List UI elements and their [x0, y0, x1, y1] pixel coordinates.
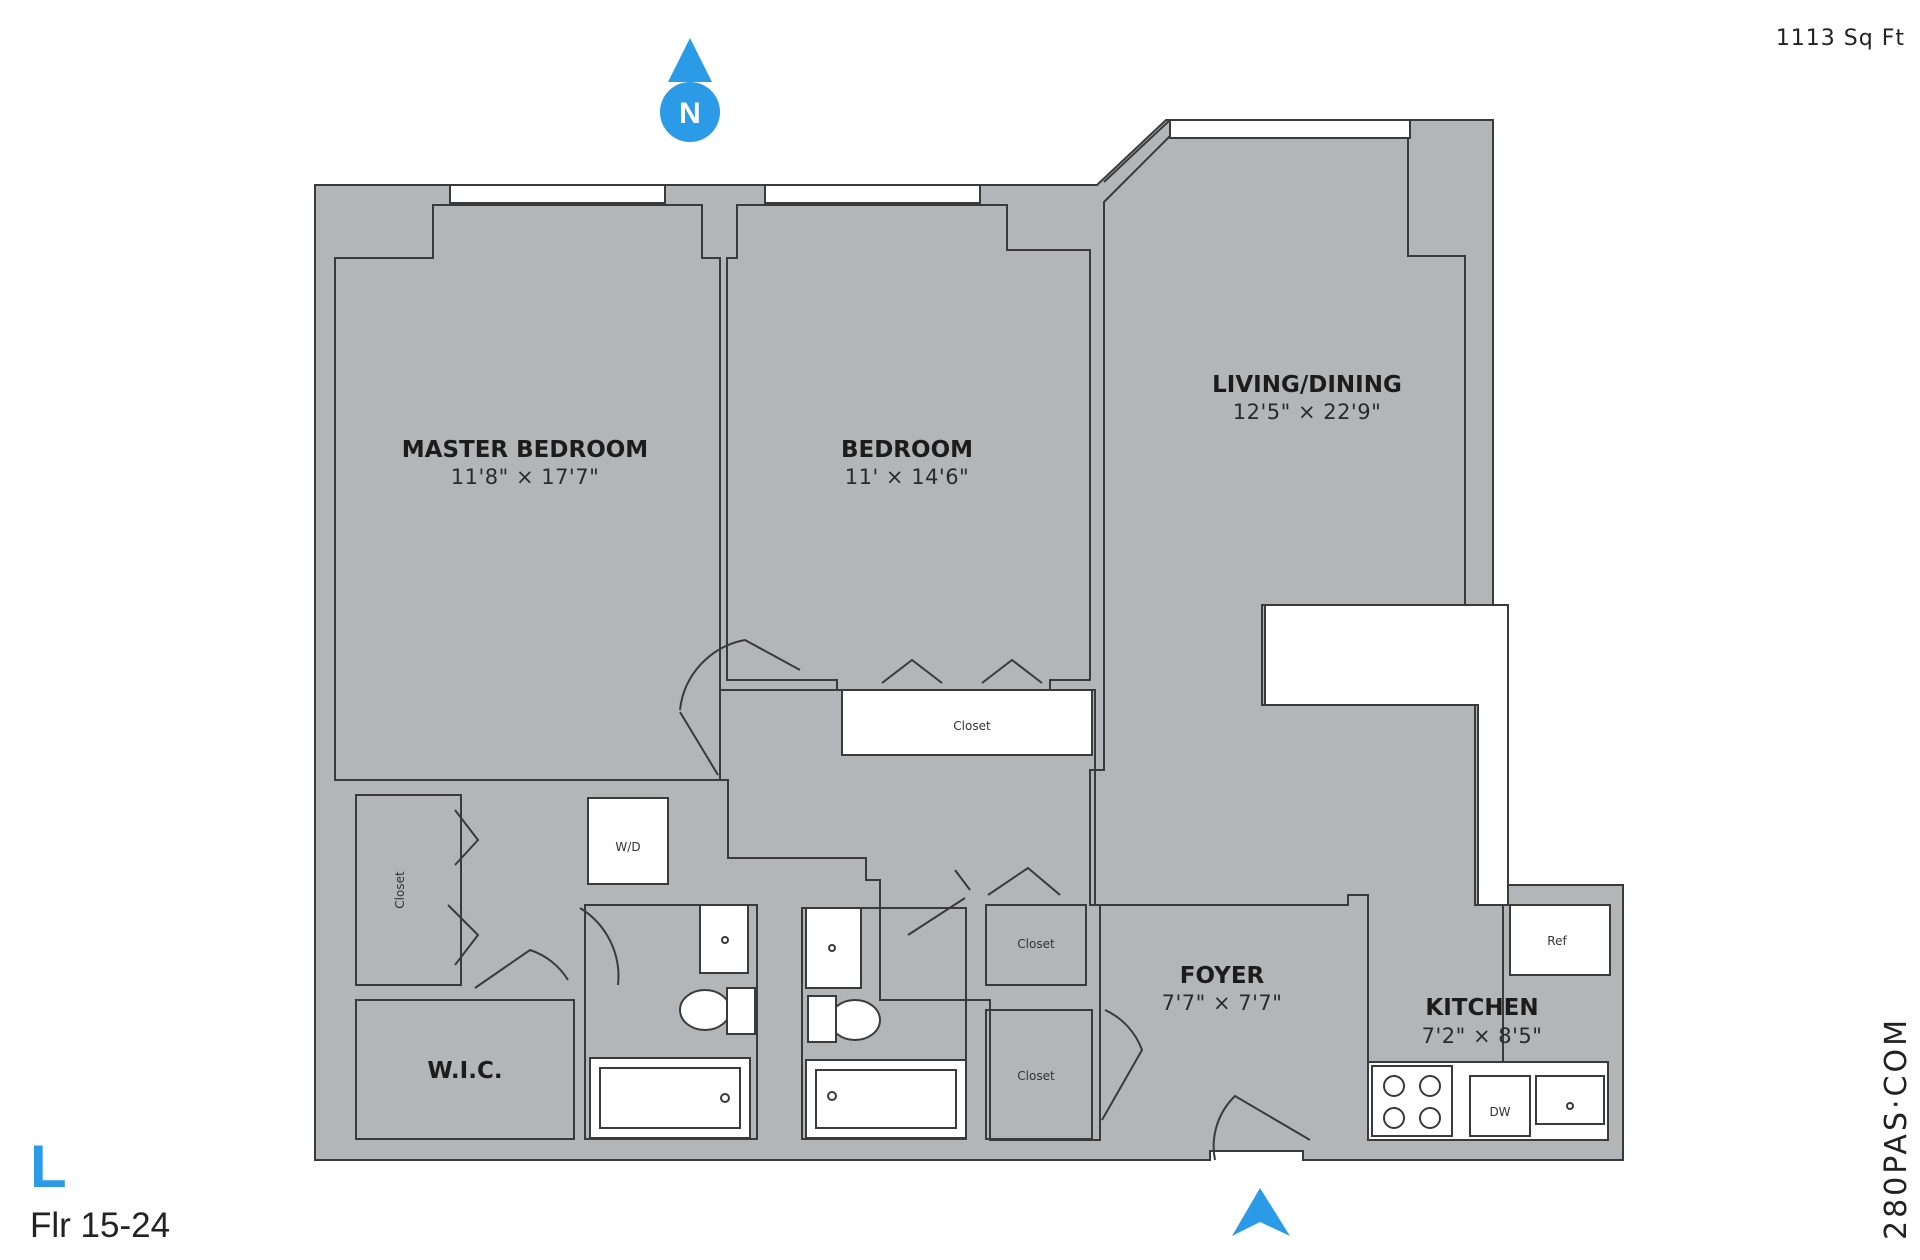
refrigerator-label: Ref [1547, 934, 1567, 948]
hall-closet-1-floor [985, 904, 1087, 986]
master-bedroom-dims: 11'8" × 17'7" [451, 465, 599, 489]
floor-range: Flr 15-24 [30, 1206, 170, 1245]
north-compass: N [660, 38, 720, 142]
kitchen-name: KITCHEN [1425, 995, 1538, 1021]
dishwasher-label: DW [1489, 1105, 1510, 1119]
foyer-name: FOYER [1180, 963, 1265, 989]
walls [314, 119, 1624, 1161]
hall-closet-1-label: Closet [1017, 937, 1055, 951]
compass-circle-icon [660, 82, 720, 142]
foyer-dims: 7'7" × 7'7" [1162, 991, 1283, 1015]
wic-floor [355, 999, 575, 1140]
entry-arrow-icon [1232, 1188, 1290, 1236]
bedroom-dims: 11' × 14'6" [845, 465, 969, 489]
master-bedroom-name: MASTER BEDROOM [402, 437, 648, 463]
bedroom-closet-label: Closet [953, 719, 991, 733]
unit-letter: L [30, 1133, 67, 1200]
hall-closet-2-floor [985, 1009, 1093, 1140]
bedroom-name: BEDROOM [841, 437, 973, 463]
master-closet-floor [355, 794, 462, 986]
master-closet-label: Closet [393, 871, 407, 909]
hall-closet-2-label: Closet [1017, 1069, 1055, 1083]
kitchen-dims: 7'2" × 8'5" [1422, 1024, 1543, 1048]
master-bedroom-floor [334, 204, 721, 781]
compass-label: N [679, 97, 701, 130]
washer-dryer-label: W/D [615, 840, 640, 854]
room-labels: MASTER BEDROOM 11'8" × 17'7" BEDROOM 11'… [393, 372, 1567, 1119]
living-dining-dims: 12'5" × 22'9" [1233, 400, 1381, 424]
hallway-floor [719, 689, 1101, 1141]
brand-logo: 280PAS·COM [1879, 1017, 1914, 1240]
fixtures [447, 119, 1611, 1161]
wic-name: W.I.C. [427, 1058, 502, 1084]
square-feet: 1113 Sq Ft [1776, 26, 1905, 51]
living-dining-name: LIVING/DINING [1212, 372, 1402, 398]
bedroom-floor [726, 204, 1091, 691]
compass-arrow-icon [668, 38, 712, 82]
